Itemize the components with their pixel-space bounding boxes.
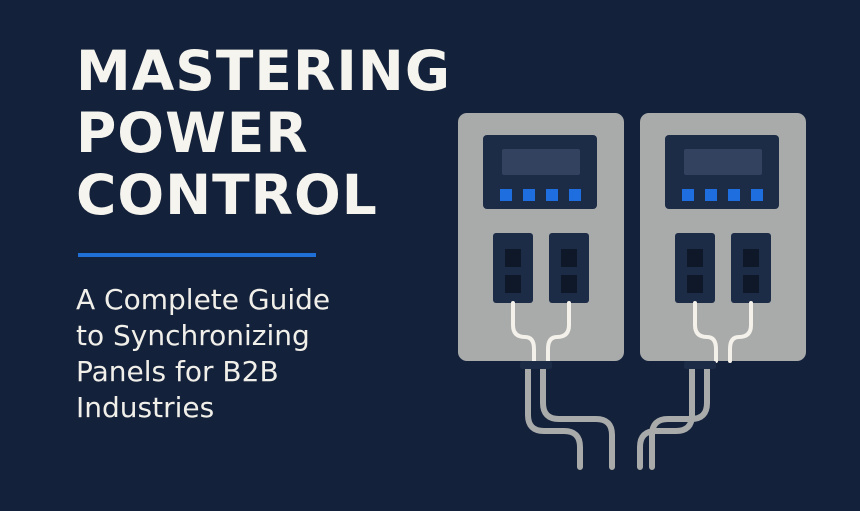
cable-clamp bbox=[684, 361, 716, 369]
breaker bbox=[493, 233, 533, 303]
subtitle: A Complete Guide to Synchronizing Panels… bbox=[76, 282, 330, 426]
headline: MASTERING POWER CONTROL bbox=[76, 40, 451, 226]
right-panel bbox=[640, 113, 806, 363]
cable-clamp bbox=[520, 361, 552, 369]
cable-bundle bbox=[525, 364, 710, 470]
subtitle-line: Panels for B2B bbox=[76, 355, 279, 388]
subtitle-line: to Synchronizing bbox=[76, 319, 310, 352]
breaker bbox=[675, 233, 715, 303]
headline-line: MASTERING bbox=[76, 39, 451, 103]
left-panel bbox=[458, 113, 624, 363]
dual-power-panel-icon bbox=[458, 113, 806, 470]
breaker bbox=[731, 233, 771, 303]
headline-line: POWER bbox=[76, 101, 309, 165]
subtitle-line: A Complete Guide bbox=[76, 283, 331, 316]
subtitle-line: Industries bbox=[76, 391, 215, 424]
headline-line: CONTROL bbox=[76, 163, 378, 227]
accent-divider bbox=[78, 253, 316, 257]
breaker bbox=[549, 233, 589, 303]
